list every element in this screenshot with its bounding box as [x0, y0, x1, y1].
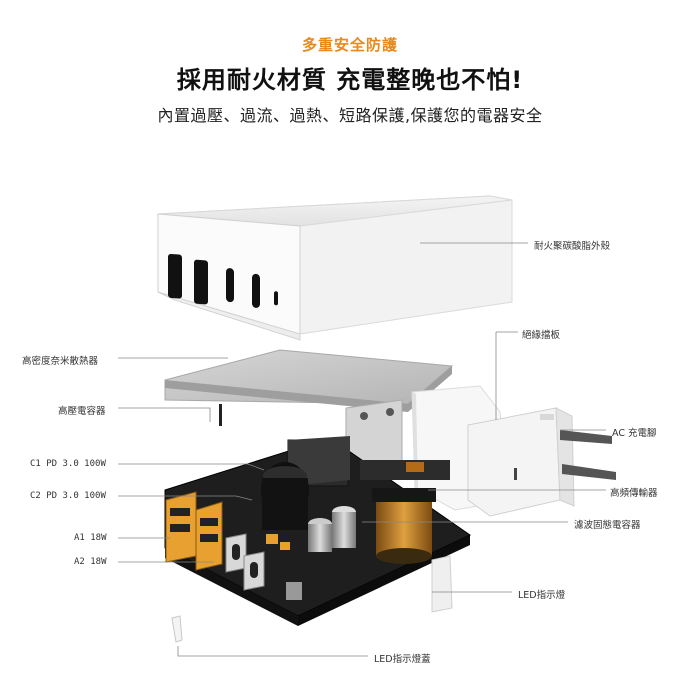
label-c1: C1 PD 3.0 100W [30, 459, 106, 469]
label-a1: A1 18W [74, 533, 107, 543]
label-transformer: 高頻傳輸器 [610, 488, 658, 499]
ac-pin-module [467, 407, 616, 517]
label-shell: 耐火聚碳酸脂外殼 [534, 241, 611, 252]
pcb-board [164, 436, 471, 626]
label-c2: C2 PD 3.0 100W [30, 491, 106, 501]
label-heatsink: 高密度奈米散熱器 [22, 356, 99, 367]
page-headline: 採用耐火材質 充電整晚也不怕! [176, 66, 524, 94]
page-subline: 內置過壓、過流、過熱、短路保護,保護您的電器安全 [157, 106, 543, 125]
leader-lines [118, 242, 606, 657]
label-led-cover: LED指示燈蓋 [374, 654, 431, 665]
label-ac-pins: AC 充電腳 [612, 428, 657, 439]
led-board-bracket [431, 555, 453, 613]
label-hv-capacitor: 高壓電容器 [58, 406, 106, 417]
outer-shell [157, 195, 513, 341]
label-filter-capacitor: 濾波固態電容器 [574, 520, 641, 531]
label-a2: A2 18W [74, 557, 107, 567]
label-led: LED指示燈 [518, 590, 566, 601]
section-eyebrow: 多重安全防護 [301, 36, 398, 54]
label-insulation: 絕緣擋板 [522, 330, 561, 341]
led-cover [171, 615, 183, 643]
